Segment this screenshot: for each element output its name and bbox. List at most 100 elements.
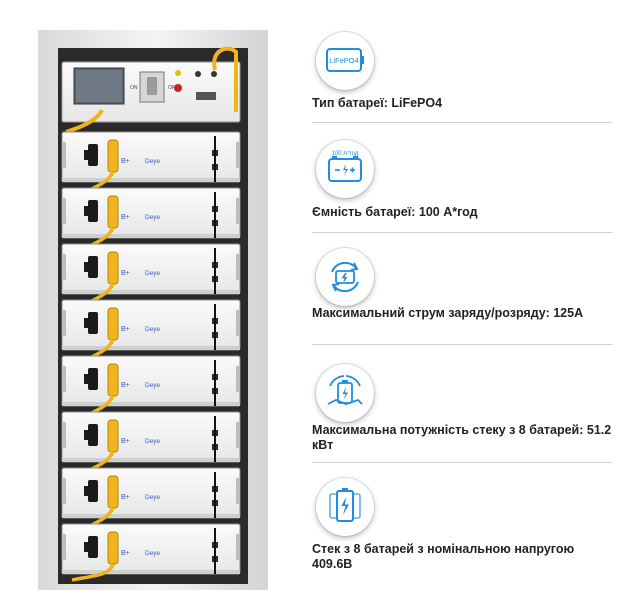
top-cable [212, 46, 238, 112]
black-connector-tab [84, 318, 88, 328]
black-connector-tab [84, 542, 88, 552]
yellow-connector [107, 139, 119, 173]
lifepo4-badge: LiFePO4 [316, 32, 374, 90]
battery-rack: ON OFF B+DeyeB+DeyeB+DeyeB+DeyeB+DeyeB+D… [38, 30, 268, 590]
module-base [62, 402, 240, 406]
battery-module: B+ Deye [61, 243, 241, 295]
feature-max-current: Максимальний струм заряду/розряду: 125А [312, 248, 612, 348]
charge-cycle-badge [316, 248, 374, 306]
yellow-connector [107, 419, 119, 453]
bottom-cable [71, 563, 115, 582]
feature-battery-type: LiFePO4 Тип батареї: LiFePO4 [312, 32, 612, 124]
brand-label: Deye [145, 382, 161, 389]
black-connector-tab [84, 374, 88, 384]
status-led-yellow [175, 70, 181, 76]
module-handle [62, 198, 66, 224]
feature-stack-voltage: Стек з 8 батарей з номінальною напругою … [312, 478, 612, 578]
battery-stack-icon [329, 488, 361, 522]
module-base [62, 346, 240, 350]
module-handle [62, 142, 66, 168]
lifepo4-battery-icon: LiFePO4 [326, 48, 364, 72]
module-handle [236, 422, 240, 448]
battery-capacity-icon: 100 А*год [328, 151, 362, 182]
yellow-connector [107, 475, 119, 509]
brand-label: Deye [145, 270, 161, 277]
brand-label: Deye [145, 158, 161, 165]
polarity-label: B+ [121, 550, 130, 557]
polarity-label: B+ [121, 382, 130, 389]
feature-max-power: Максимальна потужність стеку з 8 батарей… [312, 364, 612, 464]
black-connector-tab [84, 262, 88, 272]
module-base [62, 290, 240, 294]
battery-module: B+ Deye [61, 187, 241, 239]
module-base [62, 458, 240, 462]
brand-label: Deye [145, 438, 161, 445]
module-handle [236, 310, 240, 336]
yellow-connector [107, 251, 119, 285]
brand-label: Deye [145, 550, 161, 557]
feature-label-battery-type: Тип батареї: LiFePO4 [312, 96, 443, 110]
module-handle [62, 310, 66, 336]
battery-module: B+ Deye [61, 411, 241, 463]
module-handle [236, 478, 240, 504]
module-handle [62, 534, 66, 560]
off-label: OFF [168, 85, 178, 91]
capacity-badge: 100 А*год [316, 140, 374, 198]
stack-badge [316, 478, 374, 536]
module-handle [62, 254, 66, 280]
black-connector-tab [84, 206, 88, 216]
module-handle [236, 198, 240, 224]
module-base [62, 570, 240, 574]
module-handle [62, 478, 66, 504]
yellow-connector [107, 307, 119, 341]
lifepo4-icon-text: LiFePO4 [329, 56, 359, 65]
feature-label-max-current: Максимальний струм заряду/розряду: 125А [312, 306, 584, 320]
capacity-icon-text: 100 А*год [332, 151, 359, 157]
battery-modules: B+DeyeB+DeyeB+DeyeB+DeyeB+DeyeB+DeyeB+De… [61, 131, 241, 582]
power-button [174, 84, 182, 92]
divider [312, 232, 612, 233]
black-connector [88, 536, 98, 558]
module-handle [236, 142, 240, 168]
module-handle [62, 366, 66, 392]
battery-module: B+ Deye [61, 467, 241, 519]
black-connector [88, 200, 98, 222]
charge-cycle-icon [331, 261, 359, 293]
black-connector [88, 256, 98, 278]
black-connector [88, 480, 98, 502]
battery-module: B+ Deye [61, 131, 241, 183]
polarity-label: B+ [121, 494, 130, 501]
brand-label: Deye [145, 214, 161, 221]
on-label: ON [130, 85, 138, 91]
power-badge [316, 364, 374, 422]
feature-capacity: 100 А*год Ємність батареї: 100 А*год [312, 140, 612, 233]
polarity-label: B+ [121, 438, 130, 445]
module-base [62, 514, 240, 518]
module-base [62, 178, 240, 182]
brand-label: Deye [145, 326, 161, 333]
polarity-label: B+ [121, 270, 130, 277]
divider [312, 462, 612, 463]
battery-module: B+ Deye [61, 355, 241, 407]
yellow-connector [107, 531, 119, 565]
battery-module: B+Deye [61, 299, 241, 351]
polarity-label: B+ [121, 214, 130, 221]
battery-module: B+ Deye [61, 523, 241, 575]
feature-label-max-power: Максимальна потужність стеку з 8 батарей… [312, 423, 612, 452]
brand-label: Deye [145, 494, 161, 501]
module-handle [236, 534, 240, 560]
module-handle [236, 254, 240, 280]
module-handle [236, 366, 240, 392]
module-base [62, 234, 240, 238]
black-connector [88, 144, 98, 166]
divider [312, 344, 612, 345]
divider [312, 122, 612, 123]
black-connector [88, 312, 98, 334]
battery-power-hand-icon [327, 375, 363, 405]
feature-label-capacity: Ємність батареї: 100 А*год [312, 205, 478, 219]
black-connector-tab [84, 150, 88, 160]
feature-label-stack-voltage: Стек з 8 батарей з номінальною напругою … [312, 542, 575, 571]
polarity-label: B+ [121, 158, 130, 165]
black-connector [88, 368, 98, 390]
